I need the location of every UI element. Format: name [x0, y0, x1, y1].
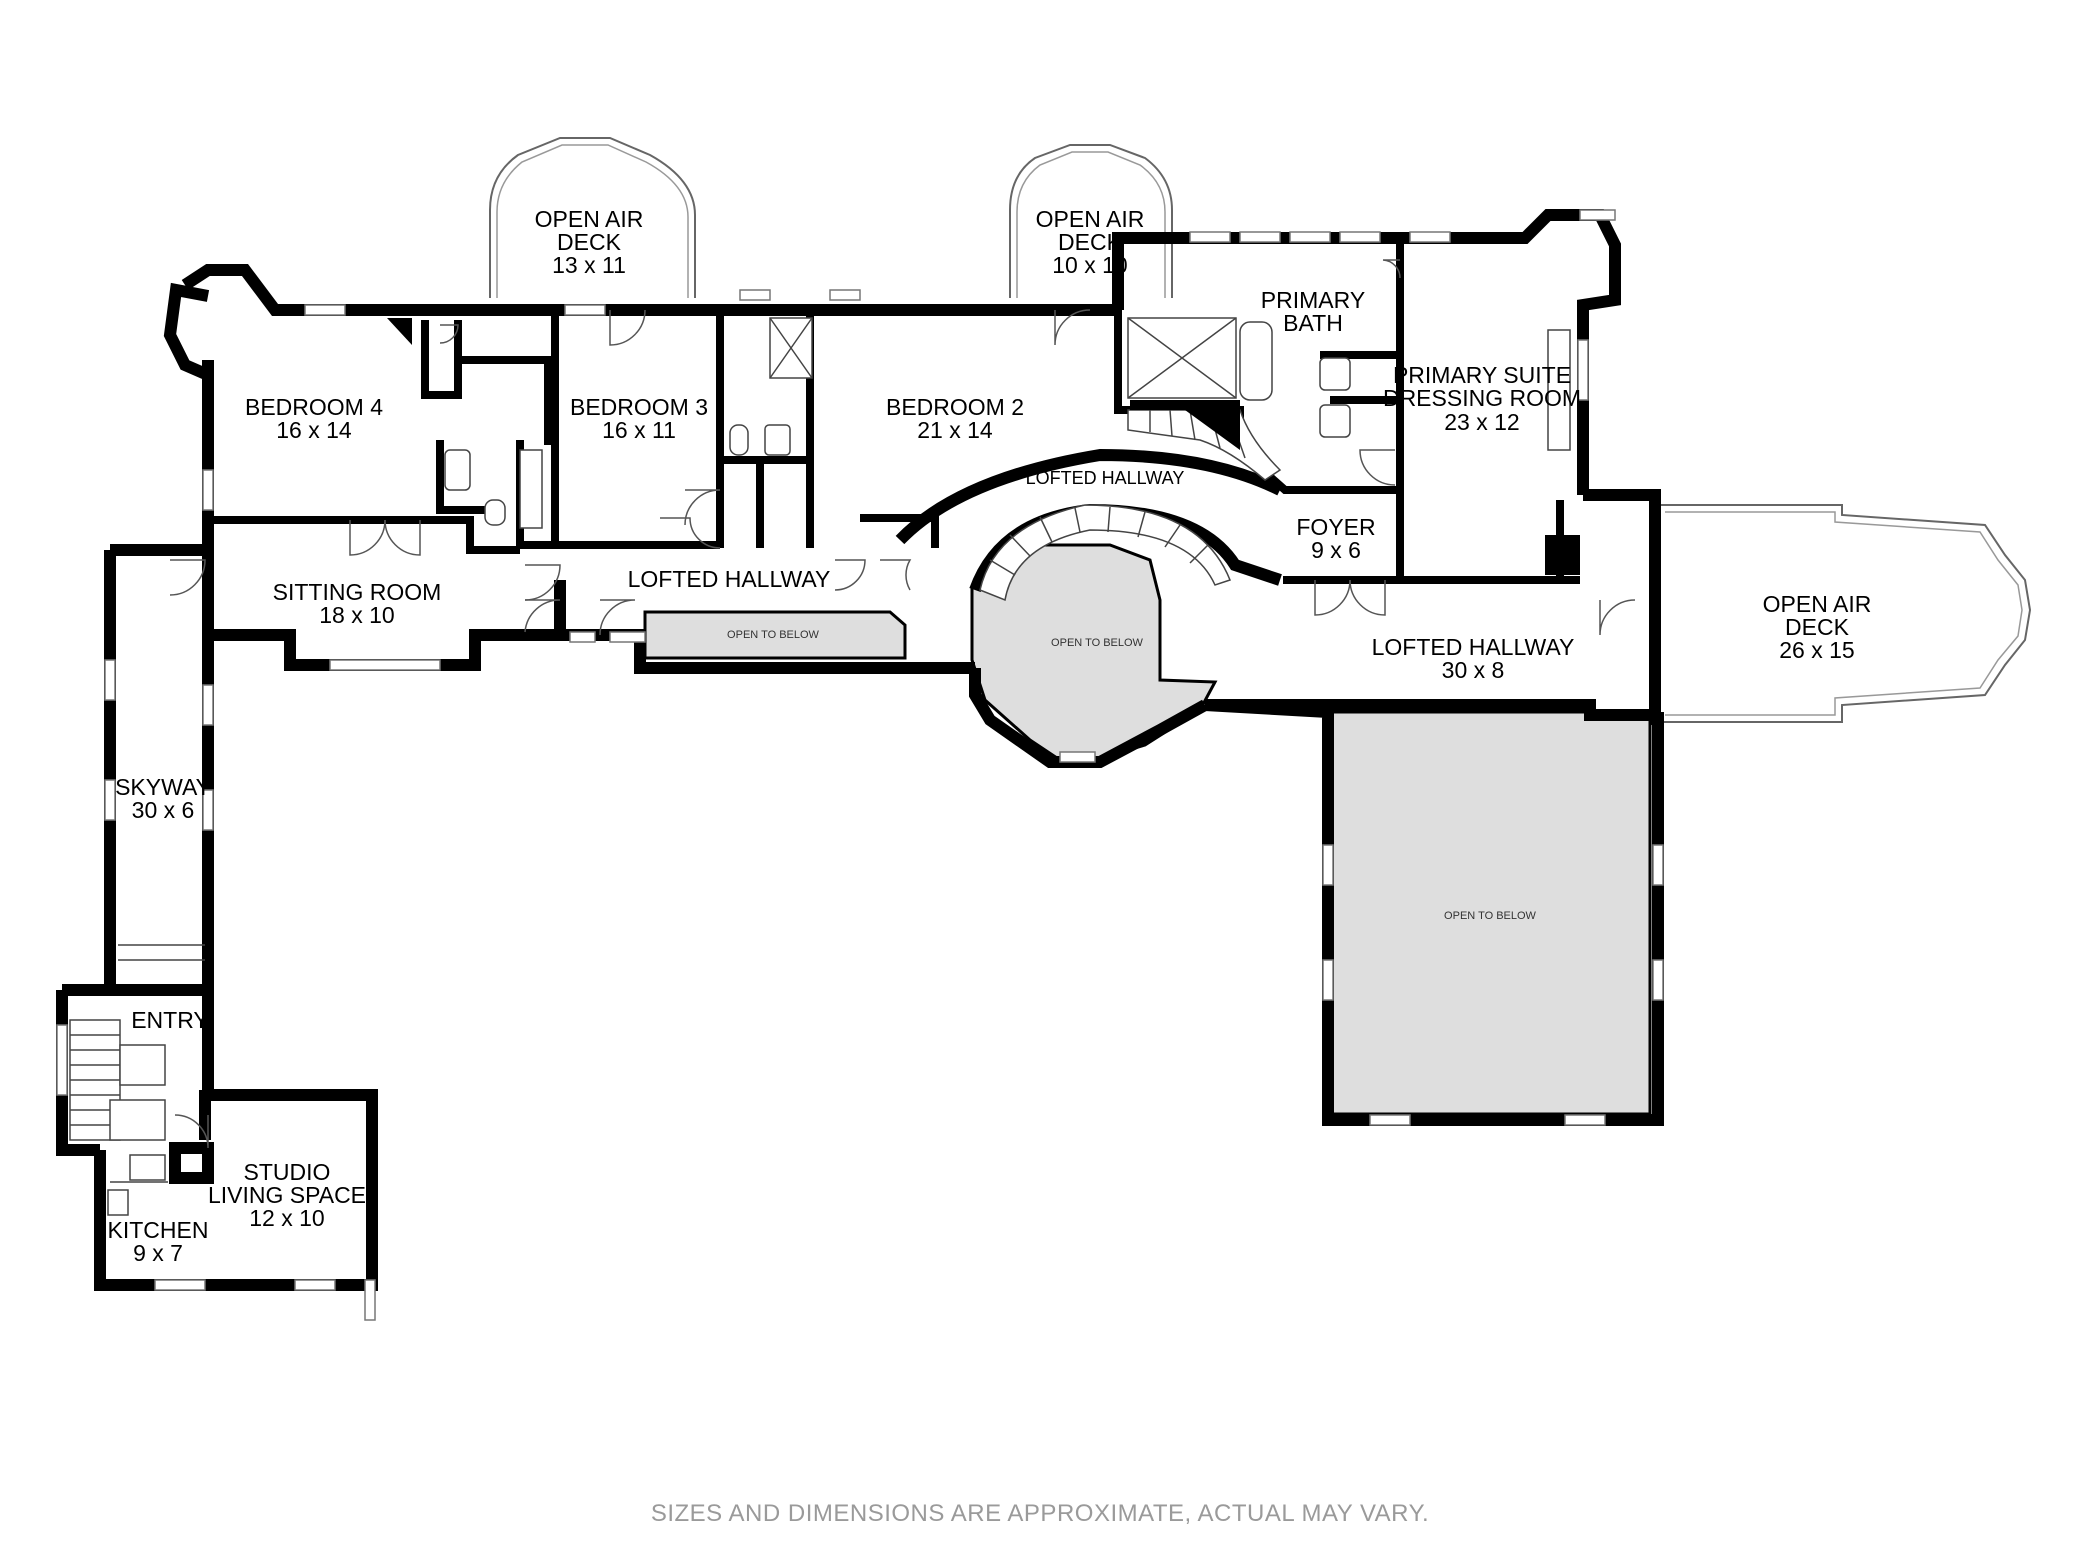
skyway-label: SKYWAY: [115, 774, 211, 800]
lofted-hallway-west-label: LOFTED HALLWAY: [628, 566, 831, 592]
shower-box: [769, 317, 1237, 399]
otb-great-room-label: OPEN TO BELOW: [1444, 910, 1537, 922]
otb-rotunda-label: OPEN TO BELOW: [1051, 637, 1144, 649]
lofted-hallway-east-dims: 30 x 8: [1442, 657, 1505, 683]
disclaimer-text: SIZES AND DIMENSIONS ARE APPROXIMATE, AC…: [650, 1500, 1430, 1527]
foyer-dims: 9 x 6: [1311, 537, 1361, 563]
lofted-hallway-curve-label: LOFTED HALLWAY: [1026, 468, 1185, 488]
deck-3-dims: 26 x 15: [1779, 637, 1854, 663]
kitchen-dims: 9 x 7: [133, 1240, 183, 1266]
kitchen-fixtures: [107, 1154, 168, 1216]
dressing-room-dims: 23 x 12: [1444, 409, 1519, 435]
sitting-room-dims: 18 x 10: [319, 602, 394, 628]
deck-2-dims: 10 x 10: [1052, 252, 1127, 278]
walls: [56, 209, 1664, 1291]
entry-stair: [69, 1019, 166, 1141]
windows: [56, 209, 1664, 1321]
spiral-stair: [979, 504, 1231, 602]
bedroom-3-dims: 16 x 11: [602, 417, 676, 443]
bedroom-3-label: BEDROOM 3: [570, 394, 708, 420]
closet-triangle-1: [387, 318, 412, 345]
doors: [169, 259, 1636, 1149]
sitting-room-label: SITTING ROOM: [273, 579, 442, 605]
bath-fixtures: [444, 321, 1571, 529]
otb-west-label: OPEN TO BELOW: [727, 629, 820, 641]
kitchen-label: KITCHEN: [108, 1217, 209, 1243]
studio-dims: 12 x 10: [249, 1205, 324, 1231]
skyway-bridge: [118, 944, 205, 961]
deck-2-outline: [1009, 144, 1173, 298]
lofted-hallway-east-label: LOFTED HALLWAY: [1372, 634, 1575, 660]
bedroom-4-dims: 16 x 14: [276, 417, 352, 443]
deck-1-outline: [489, 137, 696, 298]
otb-great-room-void: [1326, 710, 1652, 1116]
stair-landing-block: [1130, 400, 1240, 450]
deck-3-outline: [1657, 504, 2032, 723]
foyer-label: FOYER: [1296, 514, 1375, 540]
bedroom-4-label: BEDROOM 4: [245, 394, 383, 420]
closet-triangle-2: [1545, 535, 1580, 575]
bedroom-2-dims: 21 x 14: [917, 417, 993, 443]
skyway-dims: 30 x 6: [132, 797, 195, 823]
entry-label: ENTRY: [131, 1007, 209, 1033]
deck-1-dims: 13 x 11: [552, 252, 626, 278]
bedroom-2-label: BEDROOM 2: [886, 394, 1024, 420]
otb-rotunda-void: [970, 543, 1218, 762]
